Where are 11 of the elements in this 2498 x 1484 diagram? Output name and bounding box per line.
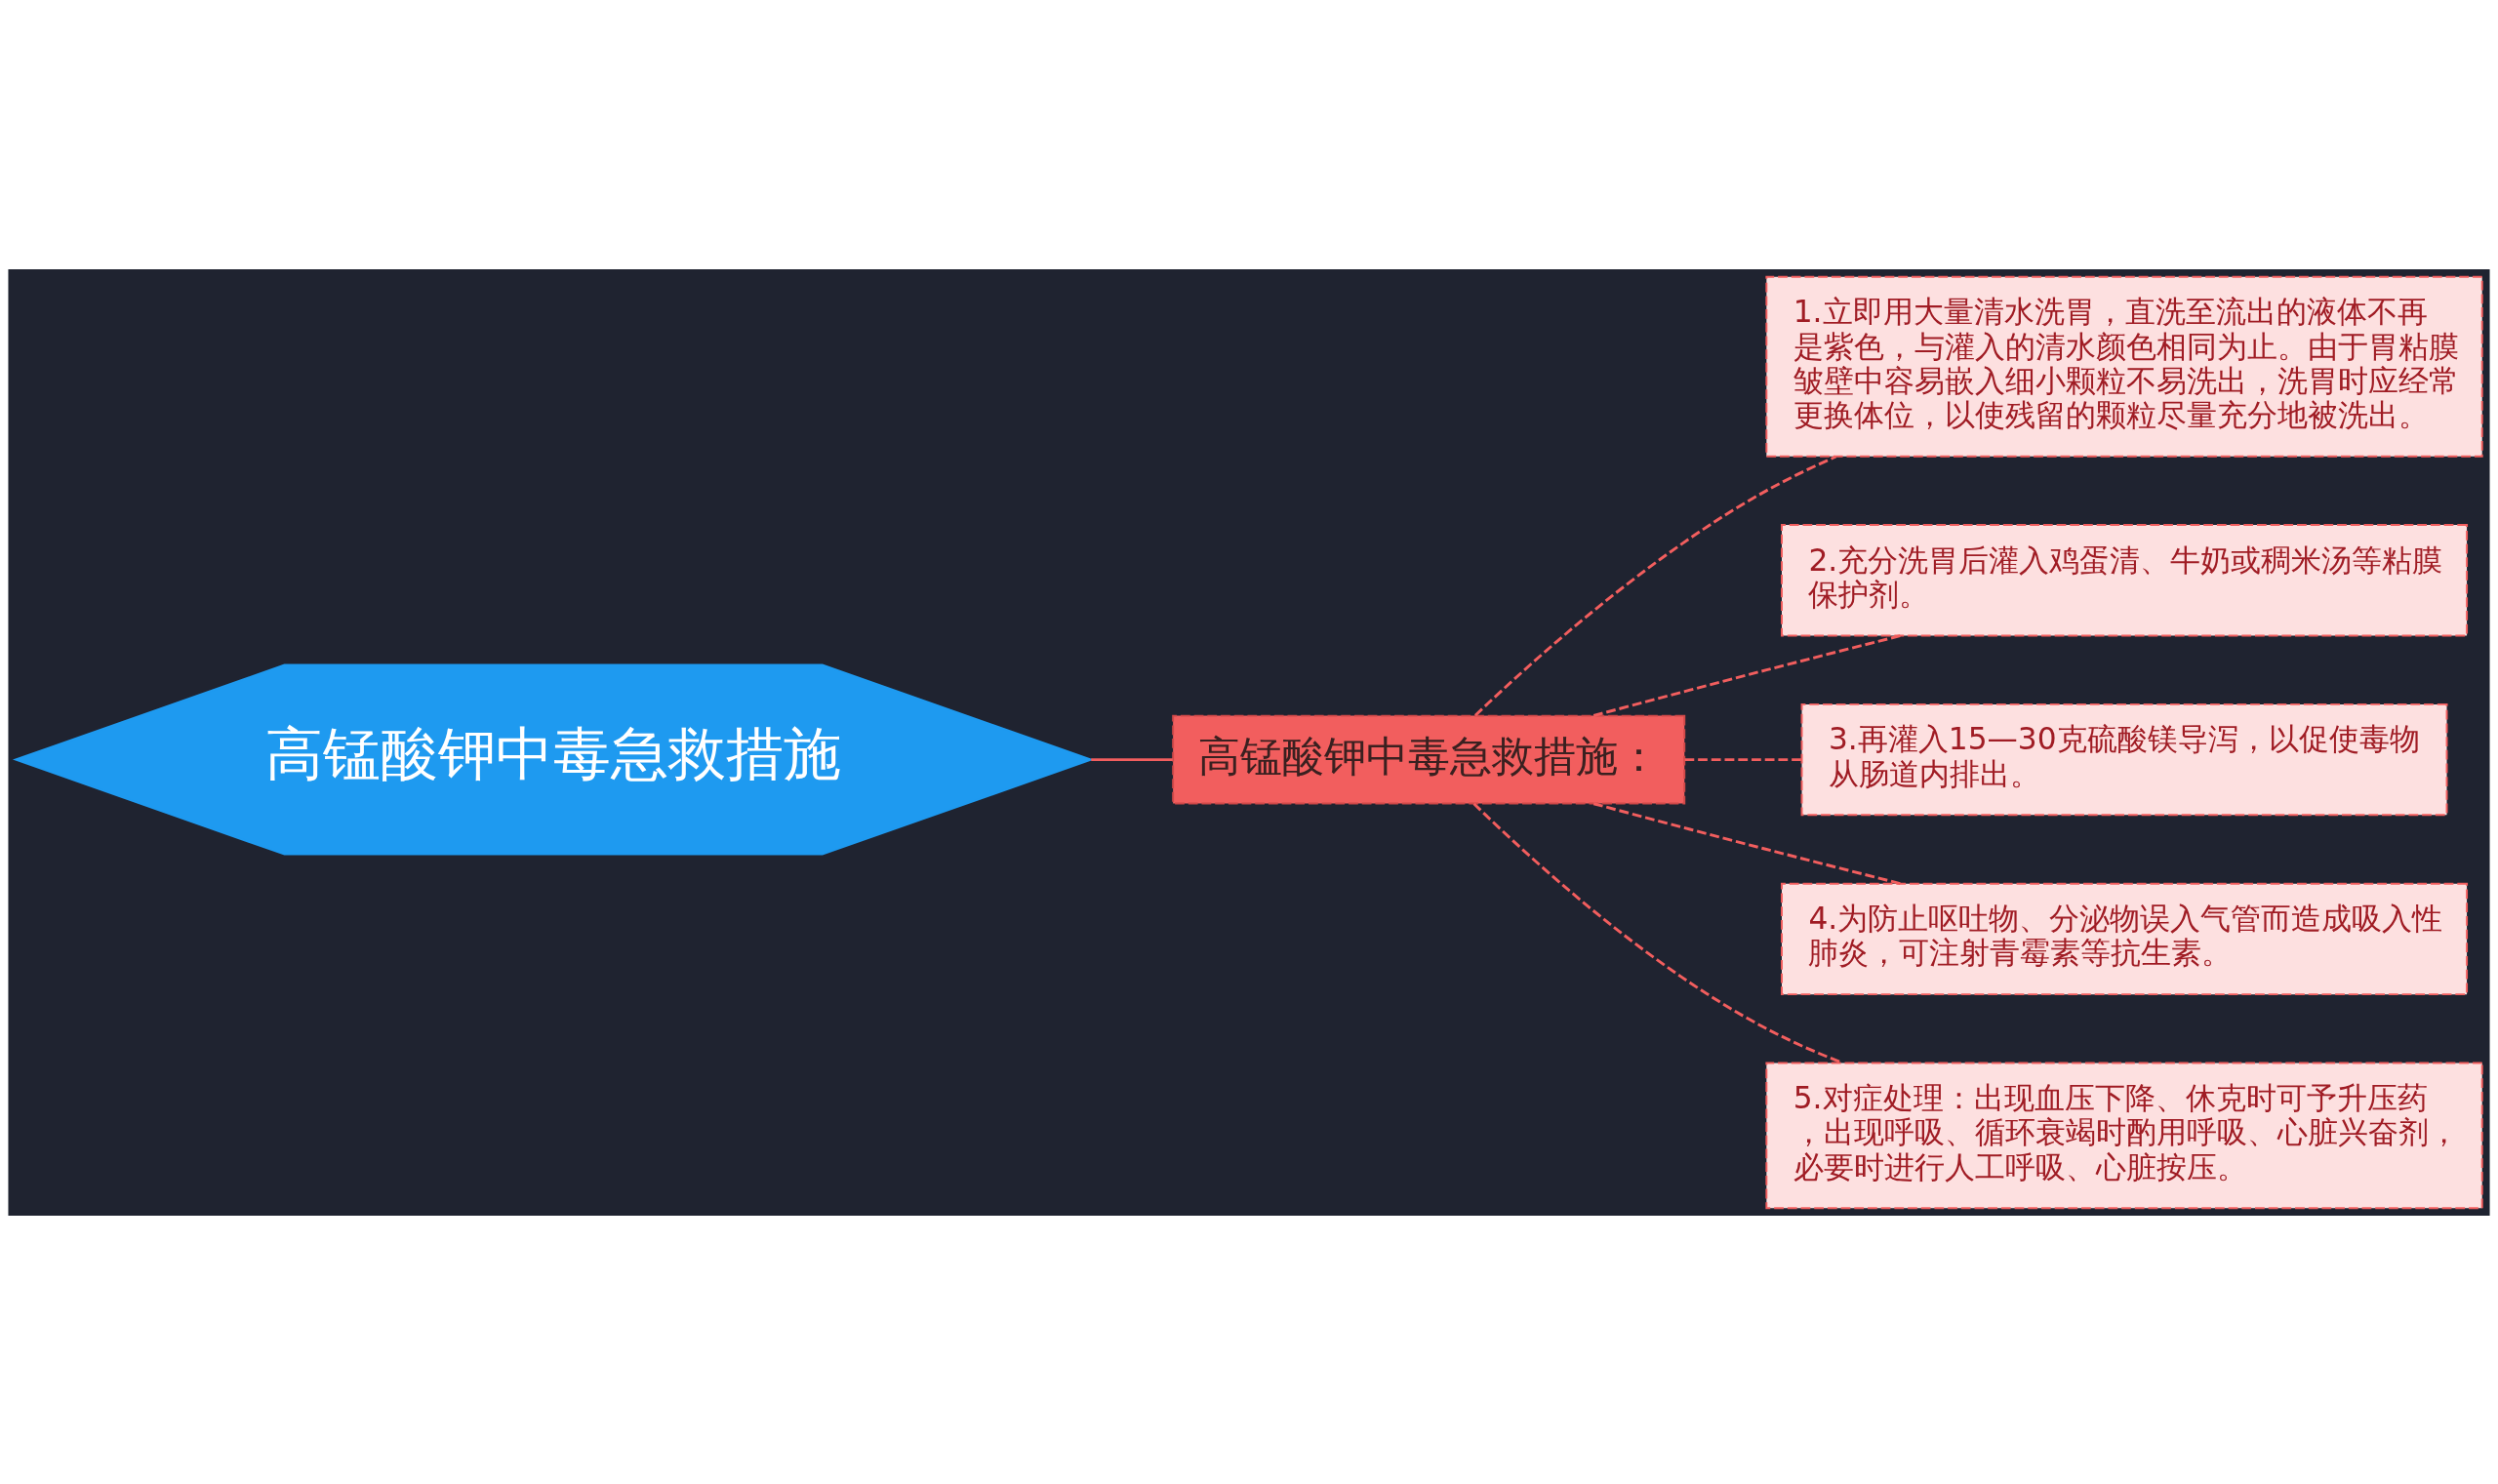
connector	[1592, 633, 1901, 717]
node-box: 高锰酸钾中毒急救措施：	[1172, 714, 1686, 805]
node-box: 2.充分洗胃后灌入鸡蛋清、牛奶或稠米汤等粘膜保护剂。	[1781, 523, 2469, 636]
node-box: 3.再灌入15—30克硫酸镁导泻，以促使毒物从肠道内排出。	[1800, 702, 2448, 816]
connector	[1473, 455, 1837, 716]
connector	[1091, 757, 1173, 761]
node-box: 5.对症处理：出现血压下降、休克时可予升压药，出现呼吸、循环衰竭时酌用呼吸、心脏兴奋剂，必要时进行人工呼吸、心脏按压。	[1765, 1062, 2483, 1209]
node-box: 1.立即用大量清水洗胃，直洗至流出的液体不再是紫色，与灌入的清水颜色相同为止。由于胃粘膜皱壁中容易嵌入细小颗粒不易洗出，洗胃时应经常更换体位，以使残留的颗粒尽量充分地被洗出。	[1765, 275, 2483, 458]
node-box: 4.为防止呕吐物、分泌物误入气管而造成吸入性肺炎，可注射青霉素等抗生素。	[1781, 882, 2469, 995]
connector	[1684, 757, 1802, 761]
connector	[1592, 801, 1901, 885]
